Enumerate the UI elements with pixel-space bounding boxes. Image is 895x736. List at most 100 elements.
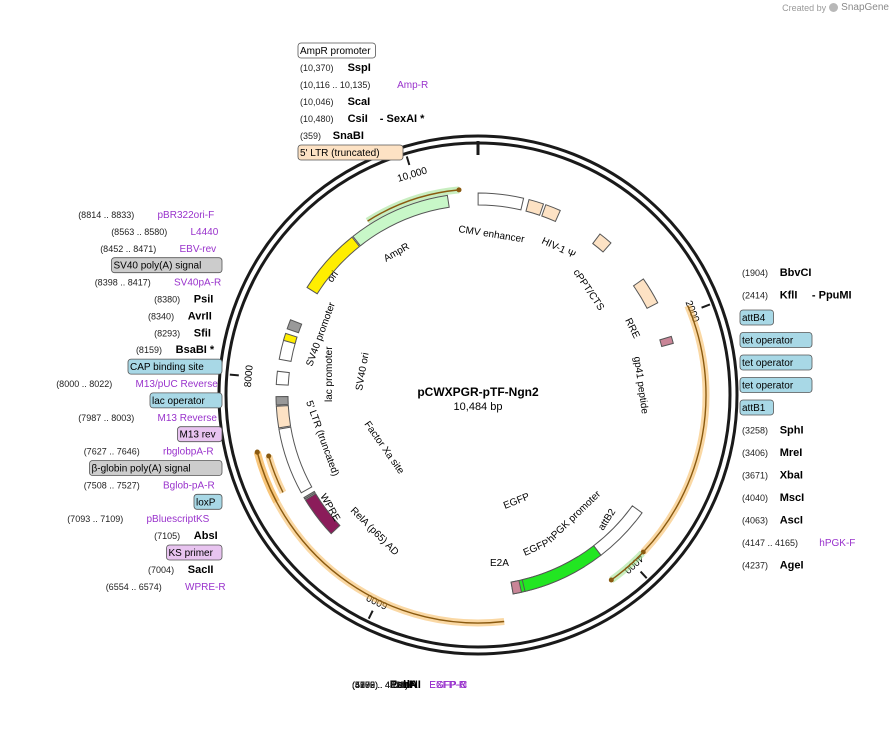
label-top-4[interactable]: (10,480)CsiI- SexAI * <box>300 113 425 125</box>
label-sv40-ori[interactable]: SV40 ori <box>354 352 371 392</box>
label-factor-xa[interactable]: Factor Xa site <box>362 419 407 476</box>
orf-top-line[interactable] <box>367 189 460 222</box>
feature-gp41-peptide[interactable] <box>659 335 674 348</box>
label-right-6[interactable]: attB1 <box>739 399 774 416</box>
label-top-6[interactable]: 5' LTR (truncated) <box>297 144 404 161</box>
label-right-8[interactable]: (3406)MreI <box>742 447 802 459</box>
feature-sv40-polya[interactable] <box>286 319 303 334</box>
label-top-1[interactable]: (10,370)SspI <box>300 62 371 74</box>
orf-right-line[interactable] <box>642 305 707 553</box>
label-left-8[interactable]: BsaBI *(8159) <box>136 344 215 356</box>
label-egfp-outer[interactable]: EGFP <box>502 491 532 512</box>
feature-ampr[interactable] <box>352 194 450 247</box>
label-right-3[interactable]: tet operator <box>739 332 813 348</box>
label-left-20[interactable]: KS primer <box>166 544 223 561</box>
label-left-10[interactable]: M13/pUC Reverse(8000 .. 8022) <box>56 379 218 390</box>
label-top-5[interactable]: (359)SnaBI <box>300 130 364 142</box>
label-left-17[interactable]: loxP <box>193 493 223 510</box>
label-left-3[interactable]: SV40 poly(A) signal <box>111 257 223 274</box>
label-left-11-box <box>149 392 223 409</box>
label-left-6[interactable]: AvrII(8340) <box>148 310 212 322</box>
feature-egfp-inner[interactable] <box>521 545 602 593</box>
label-ori[interactable]: ori <box>325 269 340 284</box>
feature-cmv-enhancer[interactable] <box>477 192 525 211</box>
label-left-15[interactable]: β-globin poly(A) signal <box>89 460 223 476</box>
label-lac-promoter[interactable]: lac promoter <box>324 346 335 402</box>
label-bottom-6[interactable]: (4295 .. 4316)EGFP-N <box>352 680 467 691</box>
feature-cppt-cts[interactable] <box>592 233 612 253</box>
label-left-7-enzyme: SfiI <box>194 327 211 339</box>
label-left-5[interactable]: PsiI(8380) <box>154 294 213 306</box>
label-cmv-enhancer[interactable]: CMV enhancer <box>458 224 526 245</box>
label-left-9[interactable]: CAP binding site <box>127 358 223 375</box>
label-top-0-box <box>297 42 376 59</box>
feature-sv40-ori[interactable] <box>282 332 298 345</box>
label-bottom-3-enzyme: PmlI <box>390 679 413 691</box>
label-right-11-coords: (4063) <box>742 516 768 526</box>
label-right-3-box <box>739 332 813 348</box>
feature-rbglobpa-box[interactable] <box>275 395 289 406</box>
label-right-10[interactable]: (4040)MscI <box>742 492 804 504</box>
label-right-13[interactable]: (4237)AgeI <box>742 560 804 572</box>
label-left-16[interactable]: Bglob-pA-R(7508 .. 7527) <box>84 480 215 491</box>
label-cppt-cts[interactable]: cPPT/CTS <box>571 268 607 314</box>
map-center-title: pCWXPGR-pTF-Ngn2 10,484 bp <box>417 385 539 413</box>
label-right-4[interactable]: tet operator <box>739 354 813 371</box>
label-hpgk-promoter[interactable]: hPGK promoter <box>545 489 603 546</box>
label-right-9[interactable]: (3671)XbaI <box>742 470 803 482</box>
label-bottom-1[interactable]: (5709)PshAI <box>352 679 421 691</box>
label-rela[interactable]: RelA (p65) AD <box>348 505 401 558</box>
label-right-11[interactable]: (4063)AscI <box>742 515 803 527</box>
label-egfp-inner[interactable]: EGFP <box>522 537 552 558</box>
label-left-2[interactable]: EBV-rev(8452 .. 8471) <box>100 244 216 255</box>
label-5ltr-truncated[interactable]: 5' LTR (truncated) <box>303 399 341 477</box>
label-bottom-3[interactable]: (5179)PmlI <box>352 679 413 691</box>
feature-rela-ad[interactable] <box>304 493 341 535</box>
feature-e2a[interactable] <box>510 579 523 595</box>
label-left-8-coords: (8159) <box>136 345 162 355</box>
label-bottom-0[interactable]: (5990)EcoNI <box>352 679 421 691</box>
label-left-4-coords: (8398 .. 8417) <box>95 278 151 288</box>
label-left-14[interactable]: rbglobpA-R(7627 .. 7646) <box>84 447 214 458</box>
label-e2a[interactable]: E2A <box>490 558 509 569</box>
label-left-7[interactable]: SfiI(8293) <box>154 327 211 339</box>
label-right-1[interactable]: (2414)KflI- PpuMI <box>742 290 852 302</box>
label-right-2[interactable]: attB4 <box>739 309 774 326</box>
feature-ltr-5-left[interactable] <box>541 204 561 223</box>
label-top-4-enzyme: CsiI <box>348 113 368 125</box>
feature-ori[interactable] <box>306 236 361 295</box>
label-gp41[interactable]: gp41 peptide <box>631 356 650 415</box>
label-rre[interactable]: RRE <box>622 316 641 340</box>
label-top-2[interactable]: (10,116 .. 10,135)Amp-R <box>300 80 428 91</box>
label-left-11-text: lac operator <box>152 396 205 407</box>
feature-rre[interactable] <box>632 278 659 309</box>
feature-lac-promoter[interactable] <box>275 370 290 386</box>
label-hiv1-psi[interactable]: HIV-1 Ψ <box>540 236 577 261</box>
feature-factor-xa-site[interactable] <box>303 490 316 500</box>
label-right-5[interactable]: tet operator <box>739 377 813 393</box>
label-bottom-5[interactable]: (4556 .. 4575)EXFP-R <box>352 680 466 691</box>
label-top-3[interactable]: (10,046)ScaI <box>300 96 370 108</box>
label-bottom-2[interactable]: (5672)FseI <box>352 679 412 691</box>
label-left-22[interactable]: WPRE-R(6554 .. 6574) <box>106 582 226 593</box>
label-left-1[interactable]: L4440(8563 .. 8580) <box>111 227 219 238</box>
label-top-0[interactable]: AmpR promoter <box>297 42 376 59</box>
label-left-4[interactable]: SV40pA-R(8398 .. 8417) <box>95 278 222 289</box>
feature-wpre[interactable] <box>278 426 313 494</box>
label-right-7[interactable]: (3258)SphI <box>742 425 804 437</box>
label-right-0[interactable]: (1904)BbvCI <box>742 267 811 279</box>
feature-ltr-5-truncated[interactable] <box>275 405 292 429</box>
label-left-19[interactable]: AbsI(7105) <box>154 530 218 542</box>
label-left-0[interactable]: pBR322ori-F(8814 .. 8833) <box>78 210 214 221</box>
label-left-9-text: CAP binding site <box>130 362 204 373</box>
label-left-12[interactable]: M13 Reverse(7987 .. 8003) <box>78 413 217 424</box>
feature-hiv1-psi[interactable] <box>525 198 545 216</box>
label-left-21[interactable]: SacII(7004) <box>148 564 213 576</box>
label-left-18[interactable]: pBluescriptKS(7093 .. 7109) <box>67 514 209 525</box>
label-ampr[interactable]: AmpR <box>382 241 412 264</box>
label-right-12[interactable]: (4147 .. 4165)hPGK-F <box>742 538 855 549</box>
label-left-11[interactable]: lac operator <box>149 392 223 409</box>
label-left-13[interactable]: M13 rev <box>177 426 223 443</box>
label-bottom-4[interactable]: (4903 .. 4924)EGFP-C <box>352 680 467 691</box>
watermark-created-by: Created by <box>782 2 827 13</box>
